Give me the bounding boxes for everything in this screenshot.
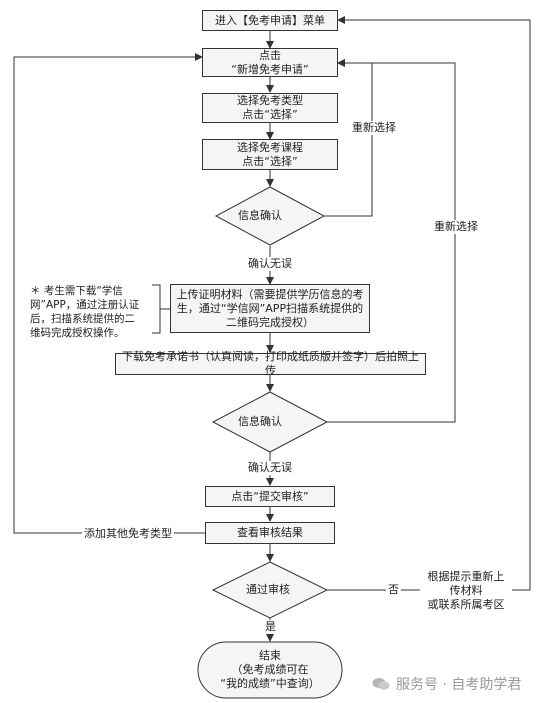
note-line: 后，扫描系统提供的二 [30, 313, 135, 325]
label-reselect-1: 重新选择 [350, 121, 398, 135]
label-add-other: 添加其他免考类型 [82, 527, 174, 541]
decision-confirm2-label: 信息确认 [238, 415, 282, 428]
decision-confirm1 [214, 186, 326, 246]
decision-pass [211, 561, 329, 619]
node-text: “我的成绩”中查询） [220, 677, 320, 690]
label-reselect-2: 重新选择 [432, 220, 480, 234]
note-line: 网”APP，通过注册认证 [30, 299, 140, 311]
node-view-result: 查看审核结果 [205, 522, 335, 544]
node-text: 查看审核结果 [237, 526, 303, 539]
decision-pass-label: 通过审核 [246, 583, 290, 596]
node-text: 点击 [259, 48, 281, 62]
node-text: 生，通过“学信网”APP扫描系统提供的 [176, 301, 364, 315]
note-line: ＊ 考生需下载“学信 [30, 285, 123, 297]
label-no: 否 [386, 583, 401, 597]
watermark-text: 服务号 · 自考助学君 [396, 677, 522, 693]
node-end: 结束 （免考成绩可在 “我的成绩”中查询） [202, 646, 338, 694]
label-confirm-ok-2: 确认无误 [246, 461, 294, 475]
node-text: 点击“选择” [242, 154, 298, 168]
node-enter-menu: 进入【免考申请】菜单 [202, 10, 338, 31]
node-reupload: 根据提示重新上传材料 或联系所属考区 [420, 570, 512, 611]
node-text: 点击“选择” [242, 108, 298, 121]
loop-reselect-2 [327, 59, 456, 423]
node-text: “新增免考申请” [231, 62, 309, 76]
node-text: 或联系所属考区 [427, 598, 505, 611]
node-click-new: 点击 “新增免考申请” [202, 48, 338, 77]
node-text: 选择免考课程 [237, 140, 303, 154]
node-text: 根据提示重新上传材料 [427, 570, 505, 597]
label-yes: 是 [263, 620, 278, 634]
label-confirm-ok-1: 确认无误 [246, 257, 294, 271]
decision-confirm1-label: 信息确认 [238, 209, 282, 222]
node-submit: 点击“提交审核” [205, 486, 335, 507]
node-text: 结束 [259, 649, 281, 662]
node-upload: 上传证明材料（需要提供学历信息的考 生，通过“学信网”APP扫描系统提供的 二维… [170, 284, 370, 333]
loop-no [337, 16, 531, 591]
node-text: 点击“提交审核” [231, 489, 309, 503]
side-note: ＊ 考生需下载“学信 网”APP，通过注册认证 后，扫描系统提供的二 维码完成授… [30, 284, 152, 340]
node-text: 进入【免考申请】菜单 [215, 13, 325, 27]
node-text: （免考成绩可在 [231, 663, 309, 676]
end-terminator [197, 641, 343, 699]
note-bracket [152, 284, 161, 334]
node-download: 下载免考承诺书（认真阅读，打印成纸质版并签字）后拍照上传 [115, 350, 426, 377]
node-text: 下载免考承诺书（认真阅读，打印成纸质版并签字）后拍照上传 [122, 350, 419, 377]
decision-confirm2 [211, 391, 329, 453]
node-select-course: 选择免考课程 点击“选择” [202, 139, 338, 170]
watermark: 服务号 · 自考助学君 [372, 674, 521, 694]
note-line: 维码完成授权操作。 [30, 327, 125, 339]
node-text: 选择免考类型 [237, 94, 303, 107]
node-select-type: 选择免考类型 点击“选择” [202, 93, 338, 123]
node-text: 上传证明材料（需要提供学历信息的考 [176, 287, 364, 301]
node-text: 二维码完成授权） [226, 315, 314, 329]
wechat-icon [372, 678, 390, 690]
